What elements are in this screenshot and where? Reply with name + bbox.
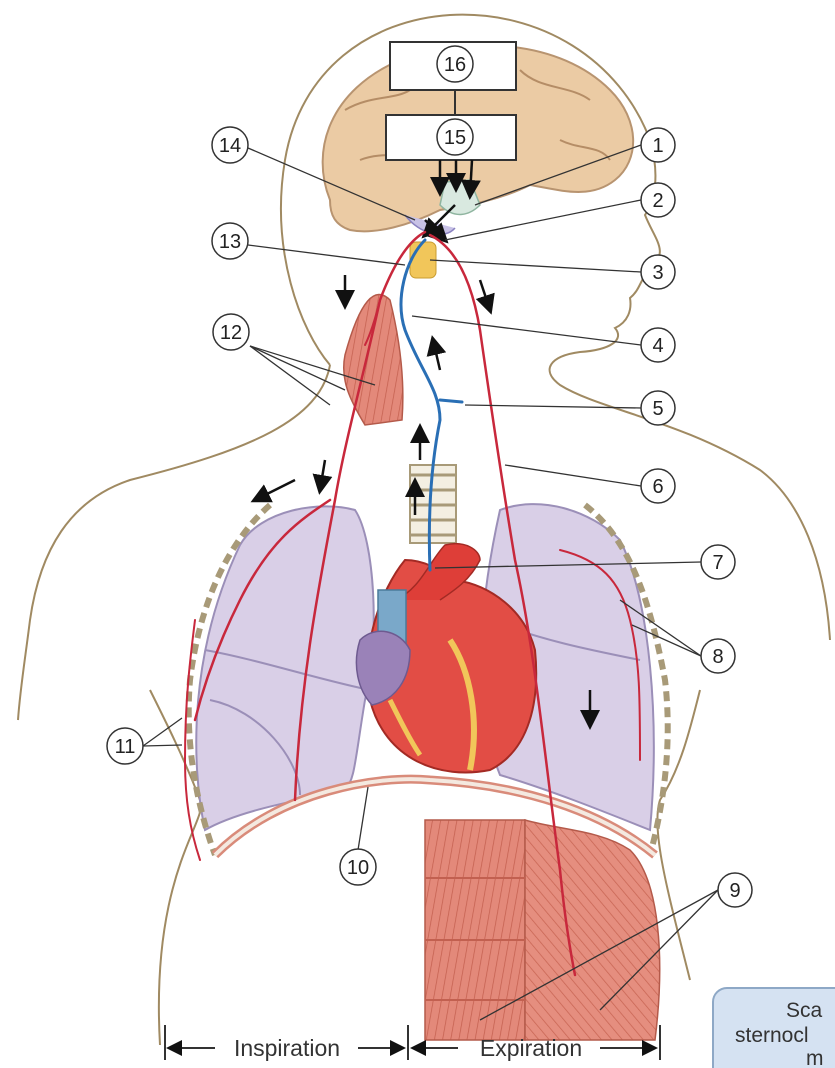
svg-text:5: 5 — [652, 398, 663, 420]
svg-text:7: 7 — [712, 552, 723, 574]
svg-text:16: 16 — [444, 54, 466, 76]
svg-text:8: 8 — [712, 646, 723, 668]
svg-text:6: 6 — [652, 476, 663, 498]
callout-13: 13 — [212, 223, 248, 259]
svg-text:11: 11 — [115, 736, 136, 758]
inspiration-label: Inspiration — [234, 1035, 340, 1061]
svg-text:12: 12 — [220, 322, 242, 344]
note-line-3: m — [806, 1047, 824, 1068]
svg-text:14: 14 — [219, 135, 241, 157]
note-box: Sca sternocl m — [713, 988, 835, 1068]
svg-text:1: 1 — [652, 135, 663, 157]
callout-4: 4 — [641, 328, 675, 362]
callout-1: 1 — [641, 128, 675, 162]
svg-text:4: 4 — [652, 335, 663, 357]
callout-5: 5 — [641, 391, 675, 425]
note-line-1: Sca — [786, 999, 823, 1022]
callout-3: 3 — [641, 255, 675, 289]
callout-11: 11 — [107, 728, 143, 764]
svg-text:9: 9 — [729, 880, 740, 902]
abdominal-muscles — [425, 820, 660, 1040]
note-line-2: sternocl — [735, 1024, 809, 1047]
expiration-label: Expiration — [480, 1035, 582, 1061]
svg-text:13: 13 — [219, 231, 241, 253]
svg-text:15: 15 — [444, 127, 466, 149]
svg-text:2: 2 — [652, 190, 663, 212]
neck-muscles — [344, 295, 403, 425]
callout-6: 6 — [641, 469, 675, 503]
callout-2: 2 — [641, 183, 675, 217]
callout-9: 9 — [718, 873, 752, 907]
svg-text:10: 10 — [347, 857, 369, 879]
svg-text:3: 3 — [652, 262, 663, 284]
callout-7: 7 — [701, 545, 735, 579]
callout-16: 16 — [437, 46, 473, 82]
callout-8: 8 — [701, 639, 735, 673]
callout-12: 12 — [213, 314, 249, 350]
callout-14: 14 — [212, 127, 248, 163]
callout-10: 10 — [340, 849, 376, 885]
left-lung — [196, 506, 373, 830]
callout-15: 15 — [437, 119, 473, 155]
